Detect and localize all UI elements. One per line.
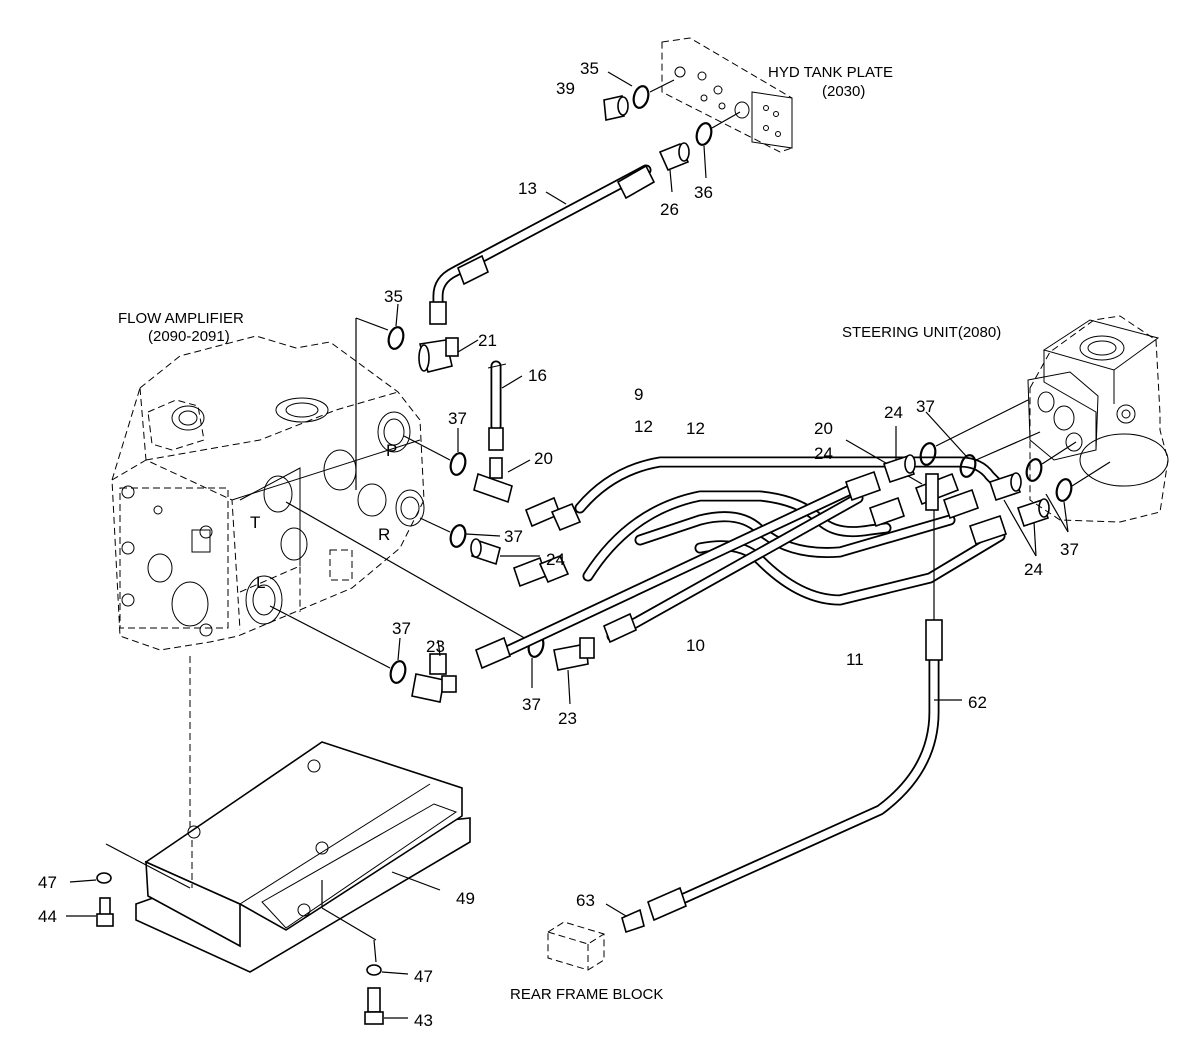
rear-frame-block [547, 921, 605, 971]
callout-21: 21 [478, 331, 497, 350]
bracket-49 [135, 741, 471, 973]
fitting-26 [658, 142, 690, 172]
callout-37-l: 37 [392, 619, 411, 638]
callout-26: 26 [660, 200, 679, 219]
o-ring-37-su-c [1025, 458, 1043, 482]
washer-47-left [96, 872, 112, 884]
callout-9: 9 [634, 385, 643, 404]
callout-24-mid-b: 24 [814, 444, 833, 463]
callout-13: 13 [518, 179, 537, 198]
tee-20-left [473, 457, 513, 504]
callout-36: 36 [694, 183, 713, 202]
callout-20-right: 20 [814, 419, 833, 438]
rear-frame-block-title: REAR FRAME BLOCK [510, 986, 663, 1003]
callout-44: 44 [38, 907, 57, 926]
callout-62: 62 [968, 693, 987, 712]
o-ring-37-p [449, 452, 467, 476]
fitting-24-left [470, 538, 501, 566]
hose-62 [647, 619, 943, 922]
fitting-63 [621, 908, 645, 934]
callout-39: 39 [556, 79, 575, 98]
o-ring-35-top [632, 85, 650, 109]
callout-24-right: 24 [1024, 560, 1043, 579]
washer-47-right [366, 964, 382, 976]
fitting-24-right-b [1016, 498, 1050, 528]
port-p-letter: P [386, 441, 397, 460]
port-l-letter: L [256, 573, 265, 592]
o-ring-35-amp [387, 326, 405, 350]
hose-16 [487, 360, 507, 451]
hyd-tank-plate [661, 37, 793, 153]
callout-47-left: 47 [38, 873, 57, 892]
callout-16: 16 [528, 366, 547, 385]
steering-unit-body [1027, 315, 1169, 523]
callout-24-left: 24 [546, 550, 565, 569]
elbow-23-left [411, 653, 457, 703]
port-r-letter: R [378, 525, 390, 544]
flow-amplifier-code: (2090-2091) [148, 328, 230, 345]
callout-37-right: 37 [1060, 540, 1079, 559]
callout-23-right: 23 [558, 709, 577, 728]
fitting-24-mid [882, 454, 916, 484]
fitting-24-right-a [988, 472, 1022, 502]
elbow-21 [418, 337, 459, 373]
callout-37-t: 37 [522, 695, 541, 714]
callout-47-right: 47 [414, 967, 433, 986]
hyd-tank-plate-title: HYD TANK PLATE [768, 64, 893, 81]
o-ring-37-su-b [959, 454, 977, 478]
hyd-tank-plate-code: (2030) [822, 83, 865, 100]
hose-9 [574, 456, 1006, 514]
port-t-letter: T [250, 513, 260, 532]
o-ring-36 [695, 122, 713, 146]
hose-end-fittings [475, 470, 1008, 670]
flow-amplifier-title: FLOW AMPLIFIER [118, 310, 244, 327]
flow-amplifier-block [111, 335, 425, 651]
elbow-23-right [553, 637, 595, 671]
callout-35-tank: 35 [580, 59, 599, 78]
callout-49: 49 [456, 889, 475, 908]
hose-10 [606, 492, 864, 642]
bolt-44 [96, 897, 114, 927]
o-ring-37-r [449, 524, 467, 548]
callout-37-su: 37 [916, 397, 935, 416]
hose-long-diagonal [482, 484, 856, 666]
callout-43: 43 [414, 1011, 433, 1030]
callout-20-left: 20 [534, 449, 553, 468]
callout-63: 63 [576, 891, 595, 910]
callout-10: 10 [686, 636, 705, 655]
hose-13 [429, 164, 656, 325]
plug-39 [603, 95, 629, 121]
callout-23-left: 23 [426, 637, 445, 656]
callout-11: 11 [846, 650, 864, 669]
callout-35-amp: 35 [384, 287, 403, 306]
callout-12-a: 12 [634, 417, 653, 436]
bolt-43 [364, 987, 384, 1025]
callout-37-r: 37 [504, 527, 523, 546]
callout-12-b: 12 [686, 419, 705, 438]
callout-37-p: 37 [448, 409, 467, 428]
steering-unit-title: STEERING UNIT(2080) [842, 324, 1001, 341]
tee-20-right [914, 472, 960, 511]
callout-24-mid-a: 24 [884, 403, 903, 422]
o-ring-37-su-d [1055, 478, 1073, 502]
hose-12-upper [582, 490, 892, 582]
callout-labels: 35 39 36 26 13 35 21 16 37 20 9 12 12 20… [38, 59, 1079, 1030]
o-ring-37-l [389, 660, 407, 684]
o-ring-37-su-a [919, 442, 937, 466]
